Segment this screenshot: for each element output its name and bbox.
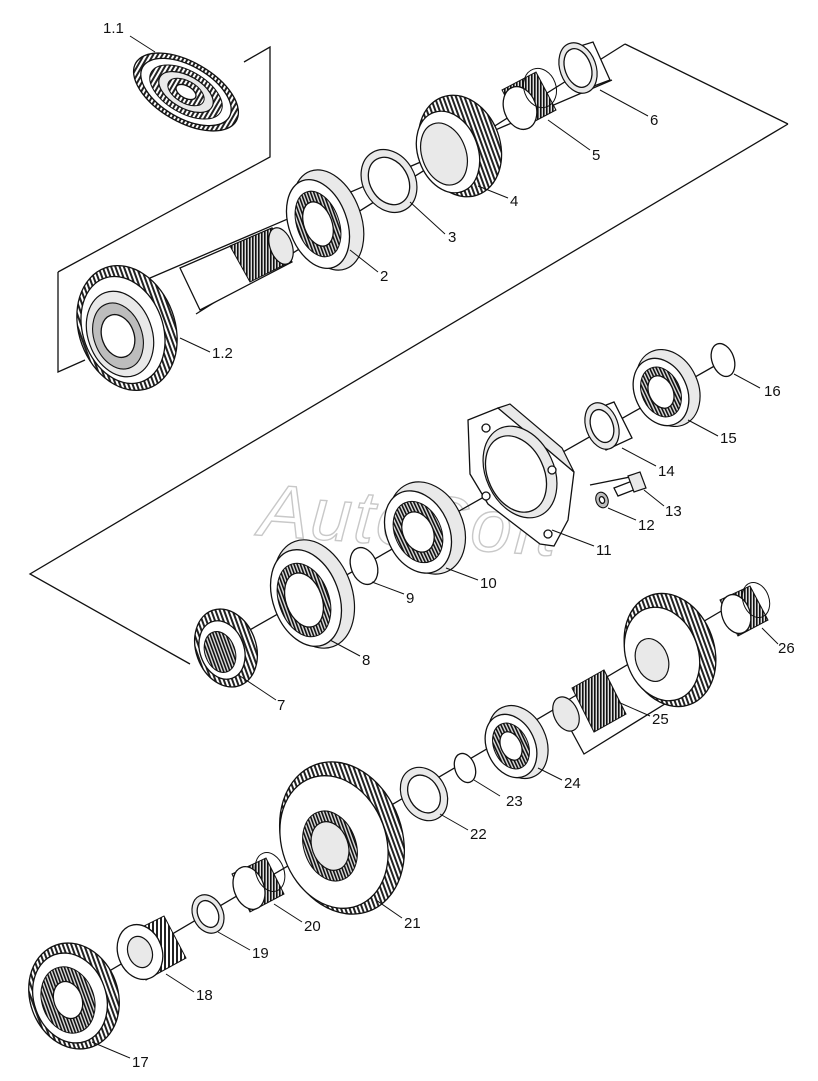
part-5-needle-bearing — [501, 67, 558, 131]
part-16-snap-ring — [710, 342, 736, 378]
label-17: 17 — [132, 1054, 149, 1071]
part-12-washer — [595, 491, 609, 509]
label-10: 10 — [480, 575, 497, 592]
part-9-snap-ring — [349, 546, 379, 586]
part-2-ball-bearing — [285, 169, 365, 271]
label-24: 24 — [564, 775, 581, 792]
label-8: 8 — [362, 652, 370, 669]
part-8-synchronizer-sleeve — [269, 539, 356, 649]
part-7-small-gear — [194, 608, 258, 688]
label-3: 3 — [448, 229, 456, 246]
part-11-bearing-flange-housing — [467, 403, 575, 547]
label-5: 5 — [592, 147, 600, 164]
label-4: 4 — [510, 193, 518, 210]
label-15: 15 — [720, 430, 737, 447]
part-13-bolt — [613, 471, 647, 497]
part-22-thrust-washer — [399, 766, 449, 822]
label-6: 6 — [650, 112, 658, 129]
part-1.2-input-shaft-gear — [76, 227, 294, 391]
label-16: 16 — [764, 383, 781, 400]
part-15-ball-bearing — [632, 348, 701, 428]
part-23-snap-ring — [453, 752, 477, 784]
part-24-ball-bearing — [484, 704, 549, 780]
label-25: 25 — [652, 711, 669, 728]
part-4-spur-gear — [415, 94, 503, 198]
label-13: 13 — [665, 503, 682, 520]
label-7: 7 — [277, 697, 285, 714]
label-1.1: 1.1 — [103, 20, 124, 37]
part-25-countershaft-gear — [552, 592, 717, 755]
label-14: 14 — [658, 463, 675, 480]
part-20-needle-bearing — [231, 852, 286, 913]
label-23: 23 — [506, 793, 523, 810]
label-18: 18 — [196, 987, 213, 1004]
label-19: 19 — [252, 945, 269, 962]
part-18-splined-hub — [116, 915, 187, 981]
label-22: 22 — [470, 826, 487, 843]
leader-lines — [91, 35, 779, 1059]
label-2: 2 — [380, 268, 388, 285]
label-20: 20 — [304, 918, 321, 935]
label-12: 12 — [638, 517, 655, 534]
part-17-spur-gear — [28, 942, 120, 1050]
label-21: 21 — [404, 915, 421, 932]
part-26-needle-bearing — [719, 582, 771, 637]
part-10-ball-bearing — [383, 481, 467, 575]
label-11: 11 — [596, 542, 612, 559]
part-14-bushing — [584, 401, 633, 451]
part-3-thrust-washer — [360, 149, 418, 213]
label-26: 26 — [778, 640, 795, 657]
label-1.2: 1.2 — [212, 345, 233, 362]
part-1.1-synchronizer-hub — [132, 52, 240, 132]
part-19-thrust-washer — [191, 894, 225, 934]
label-9: 9 — [406, 590, 414, 607]
part-6-bearing-race — [558, 41, 611, 94]
part-21-large-spur-gear — [278, 761, 406, 915]
callout-labels: 1.1 1.2 2 3 4 5 6 7 8 9 10 11 12 13 14 1… — [103, 20, 795, 1071]
